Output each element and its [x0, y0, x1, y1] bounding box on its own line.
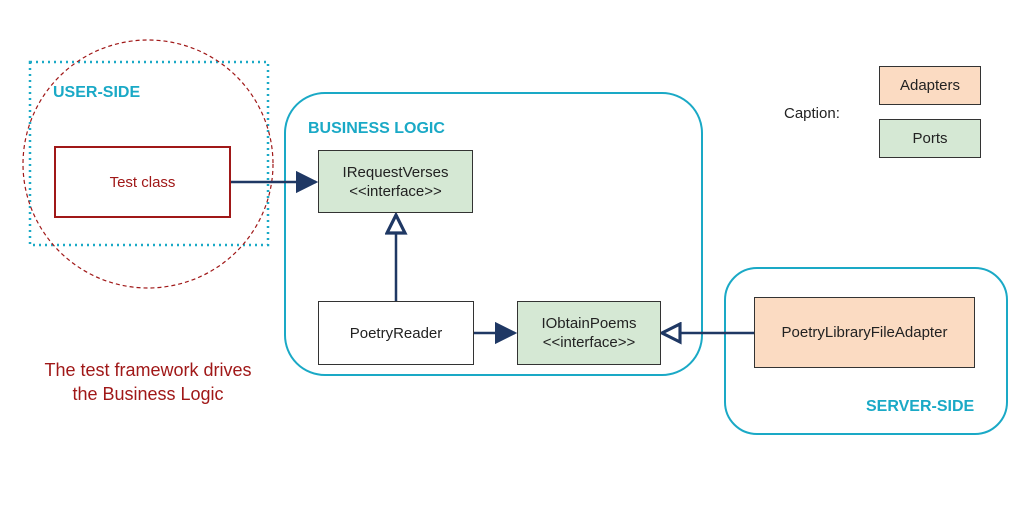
- legend-adapters: Adapters: [879, 66, 981, 105]
- iobtainpoems-port: IObtainPoems <<interface>>: [517, 301, 661, 365]
- test-framework-circle: [22, 39, 274, 289]
- irequestverses-name: IRequestVerses: [342, 163, 449, 181]
- legend-adapters-label: Adapters: [899, 77, 961, 94]
- legend-ports-label: Ports: [912, 130, 948, 147]
- test-framework-note: The test framework drives the Business L…: [18, 358, 278, 406]
- user-side-region: [28, 60, 270, 247]
- iobtainpoems-name: IObtainPoems: [541, 315, 637, 332]
- test-class-box: Test class: [54, 146, 231, 218]
- poetryreader-label: PoetryReader: [349, 324, 443, 342]
- server-side-region: [724, 267, 1008, 435]
- irequestverses-port: IRequestVerses <<interface>>: [318, 150, 473, 213]
- user-side-label: USER-SIDE: [53, 84, 141, 101]
- legend-ports: Ports: [879, 119, 981, 158]
- test-class-label: Test class: [109, 173, 176, 191]
- legend-caption: Caption:: [784, 105, 840, 122]
- poetryreader-box: PoetryReader: [318, 301, 474, 365]
- poetrylibraryfileadapter-box: PoetryLibraryFileAdapter: [754, 297, 975, 368]
- test-framework-note-line2: the Business Logic: [72, 384, 224, 404]
- iobtainpoems-stereotype: <<interface>>: [542, 334, 636, 351]
- irequestverses-stereotype: <<interface>>: [349, 182, 442, 200]
- test-framework-note-line1: The test framework drives: [44, 360, 252, 380]
- poetrylibraryfileadapter-label: PoetryLibraryFileAdapter: [781, 324, 948, 341]
- server-side-label: SERVER-SIDE: [866, 398, 975, 415]
- business-logic-region: [284, 92, 703, 376]
- business-logic-label: BUSINESS LOGIC: [308, 120, 445, 137]
